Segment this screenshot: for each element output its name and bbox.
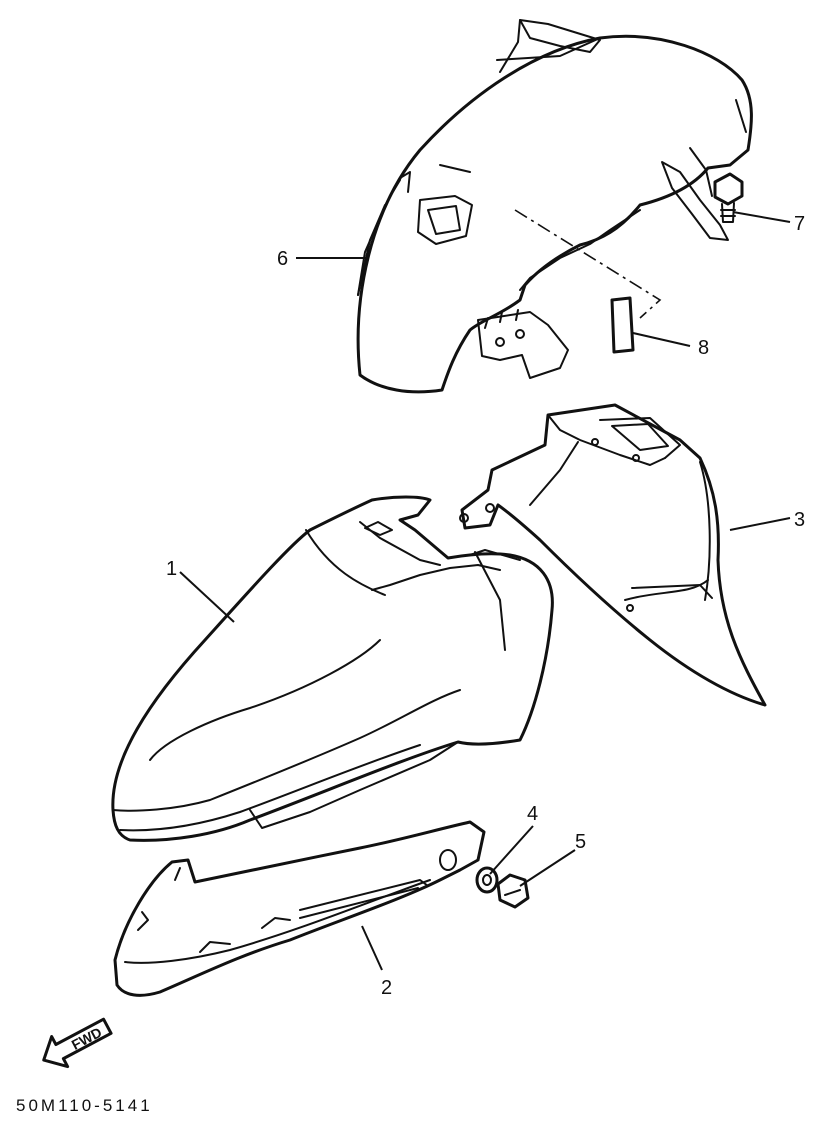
callout-6: 6: [277, 248, 288, 270]
rear-fender-part-6: [356, 19, 753, 394]
label-part-8: [610, 296, 635, 354]
washer-part-4: [475, 866, 499, 894]
leader-lines: [179, 211, 791, 971]
side-cover-part-2: [113, 820, 486, 997]
callout-1: 1: [166, 558, 177, 580]
inner-fender-part-3: [459, 403, 767, 707]
callout-8: 8: [698, 337, 709, 359]
leader-8: [632, 332, 691, 347]
leader-5: [519, 849, 576, 887]
callout-7: 7: [794, 213, 805, 235]
leader-7: [732, 211, 791, 223]
nut-part-5: [496, 873, 530, 909]
leader-4: [489, 825, 534, 875]
bolt-part-7: [713, 172, 744, 223]
drawing-code: 50M110-5141: [16, 1096, 153, 1115]
leader-3: [729, 517, 791, 531]
rear-cowl-part-1: [111, 495, 554, 842]
callout-3: 3: [794, 509, 805, 531]
placement-line: [514, 209, 662, 319]
callout-4: 4: [527, 803, 538, 825]
callouts: 6 7 8 3 1 4 5 2: [166, 213, 805, 999]
forward-arrow-icon: FWD: [42, 1017, 113, 1069]
leader-2: [361, 925, 383, 971]
callout-5: 5: [575, 831, 586, 853]
callout-2: 2: [381, 977, 392, 999]
leader-1: [179, 571, 235, 623]
